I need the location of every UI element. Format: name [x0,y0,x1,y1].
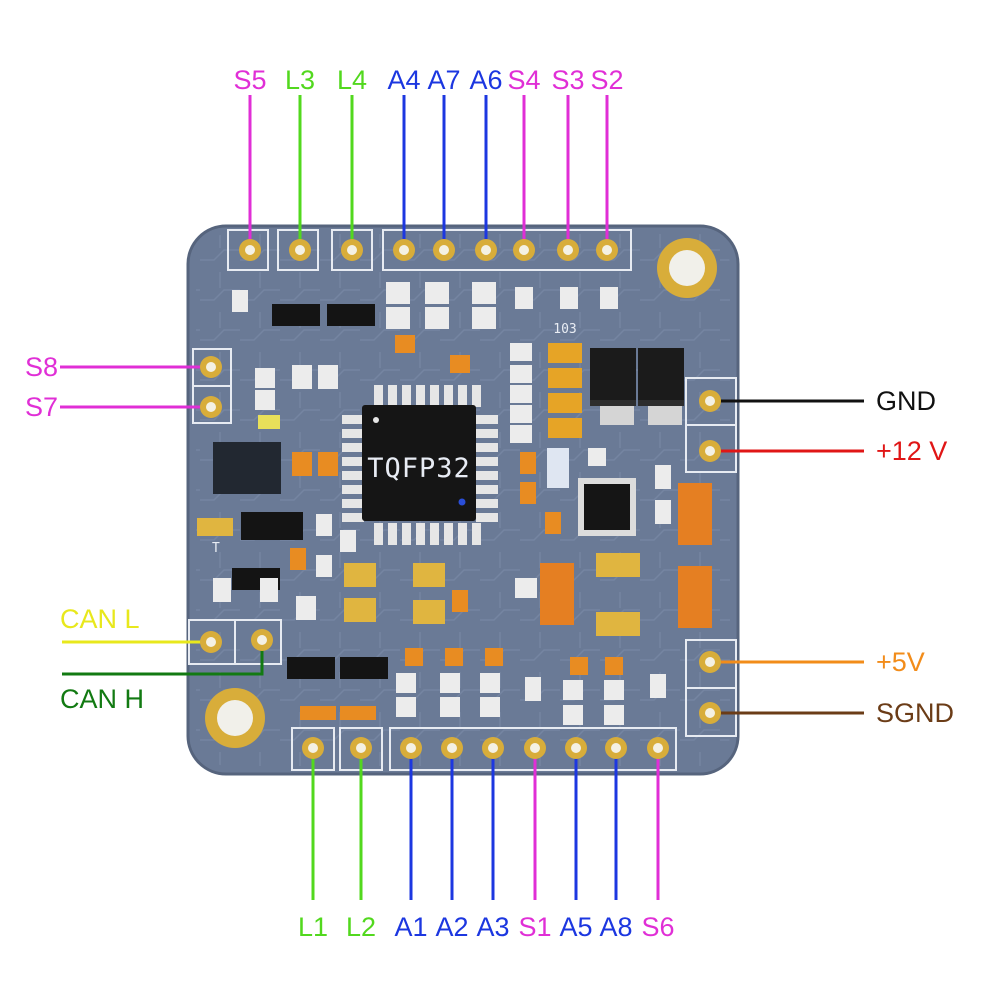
pin-can-h-wire [62,640,264,676]
pin-s3-label: S3 [551,65,584,95]
pin-a6-pad-hole [481,245,491,255]
pin-a4-label: A4 [387,65,420,95]
pin-s8-label: S8 [25,352,58,382]
pin-l2-pad-hole [356,743,366,753]
pin-12-v-label: +12 V [876,436,947,466]
pin-s2-label: S2 [590,65,623,95]
passive-components [197,282,671,725]
pin-l3-pad-hole [295,245,305,255]
pin-l3-label: L3 [285,65,315,95]
pin-a1-label: A1 [394,912,427,942]
pin-a6-label: A6 [469,65,502,95]
pin-a2-label: A2 [435,912,468,942]
pin-can-h-pad-hole [257,635,267,645]
board-edge [186,224,740,776]
can-pins: CAN L CAN H [60,604,273,714]
pin-a4-pad-hole [399,245,409,255]
pin-gnd-pad-hole [705,396,715,406]
power-diode-left [590,348,636,425]
pin-s1-pad-hole [530,743,540,753]
power-diode-right [638,348,684,425]
pin-s1-label: S1 [518,912,551,942]
mcu-chip: TQFP32 [342,385,498,545]
pin-l2-label: L2 [346,912,376,942]
silkscreen-mark-t: T [212,541,220,556]
pin-l4-label: L4 [337,65,367,95]
right-pads [685,377,737,737]
pin-can-l-label: CAN L [60,604,140,634]
pin-a1-pad-hole [406,743,416,753]
pin-5v-pad-hole [705,657,715,667]
pin-s2-pad-hole [602,245,612,255]
pin-s3-pad-hole [563,245,573,255]
pin-s7-pad-hole [206,402,216,412]
pin-l4-pad-hole [347,245,357,255]
pin-s6-pad-hole [653,743,663,753]
pin-can-h-label: CAN H [60,684,144,714]
pin-s6-label: S6 [641,912,674,942]
pin-5v-label: +5V [876,647,925,677]
mcu-chip-label: TQFP32 [367,453,471,484]
pin-a3-pad-hole [488,743,498,753]
pin-s5-label: S5 [233,65,266,95]
pin-a5-label: A5 [559,912,592,942]
pin-a7-label: A7 [427,65,460,95]
pin-can-l-pad-hole [206,637,216,647]
right-pins: GND +12 V +5V SGND [699,386,954,728]
pin-a8-label: A8 [599,912,632,942]
pin-a2-pad-hole [447,743,457,753]
pin-l1-label: L1 [298,912,328,942]
tantalum-capacitors [344,483,712,636]
mounting-hole-top-right [657,238,717,298]
pin-a3-label: A3 [476,912,509,942]
pin-a8-pad-hole [611,743,621,753]
resistor-network [548,343,582,438]
silkscreen-label: 103 [553,322,576,337]
pin-12-v-pad-hole [705,446,715,456]
pin-s4-label: S4 [507,65,540,95]
pin-l1-pad-hole [308,743,318,753]
qfn-chip [578,478,636,536]
pin-gnd-label: GND [876,386,936,416]
transistors [213,304,388,679]
pin-sgnd-label: SGND [876,698,954,728]
pin-s4-pad-hole [519,245,529,255]
left-pads [192,348,232,424]
pcb-board: TQFP32 103 L T [186,224,740,776]
pin-s7-label: S7 [25,392,58,422]
pin-s8-pad-hole [206,362,216,372]
pin-sgnd-pad-hole [705,708,715,718]
pin-a5-pad-hole [571,743,581,753]
pin-s5-pad-hole [245,245,255,255]
mounting-hole-bottom-left [205,688,265,748]
pin-a7-pad-hole [439,245,449,255]
